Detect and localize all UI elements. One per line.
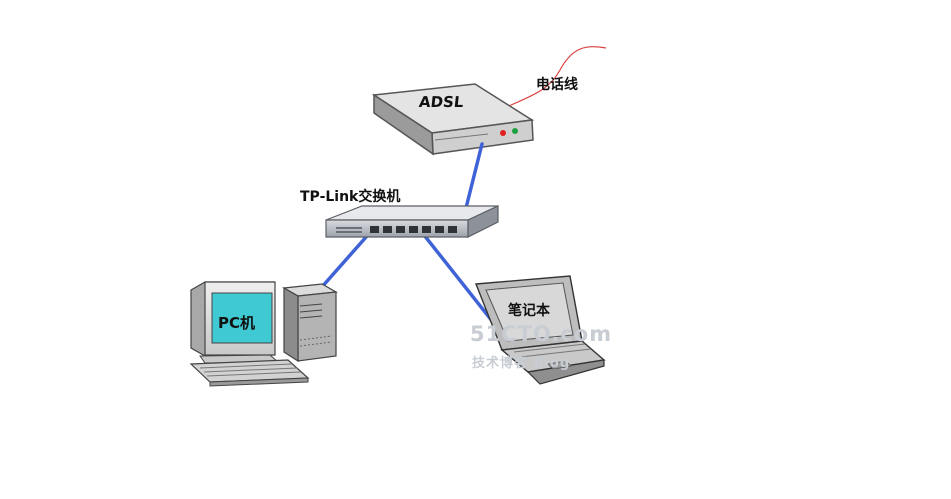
switch-ports xyxy=(370,226,457,233)
pc-tower xyxy=(282,283,338,363)
adsl-power-led xyxy=(500,130,506,136)
pc-screen xyxy=(211,292,273,344)
tp-link-switch xyxy=(325,205,499,238)
phone-line-label: 电话线 xyxy=(536,77,578,93)
laptop-screen xyxy=(485,282,574,342)
watermark-site: 51CTO.com xyxy=(470,322,613,346)
cables xyxy=(311,142,510,343)
laptop xyxy=(475,275,606,385)
watermark-subtitle: 技术博客 Blog xyxy=(472,356,571,371)
adsl-modem xyxy=(371,83,535,156)
laptop-touchpad xyxy=(547,360,572,370)
pc-keyboard xyxy=(189,359,310,387)
phone-line xyxy=(499,46,607,111)
pc-monitor xyxy=(190,281,280,364)
adsl-label: ADSL xyxy=(418,93,465,111)
switch-label: TP-Link交换机 xyxy=(300,189,401,205)
laptop-label: 笔记本 xyxy=(508,303,550,319)
pc-label: PC机 xyxy=(218,314,256,332)
adsl-status-led xyxy=(512,128,518,134)
